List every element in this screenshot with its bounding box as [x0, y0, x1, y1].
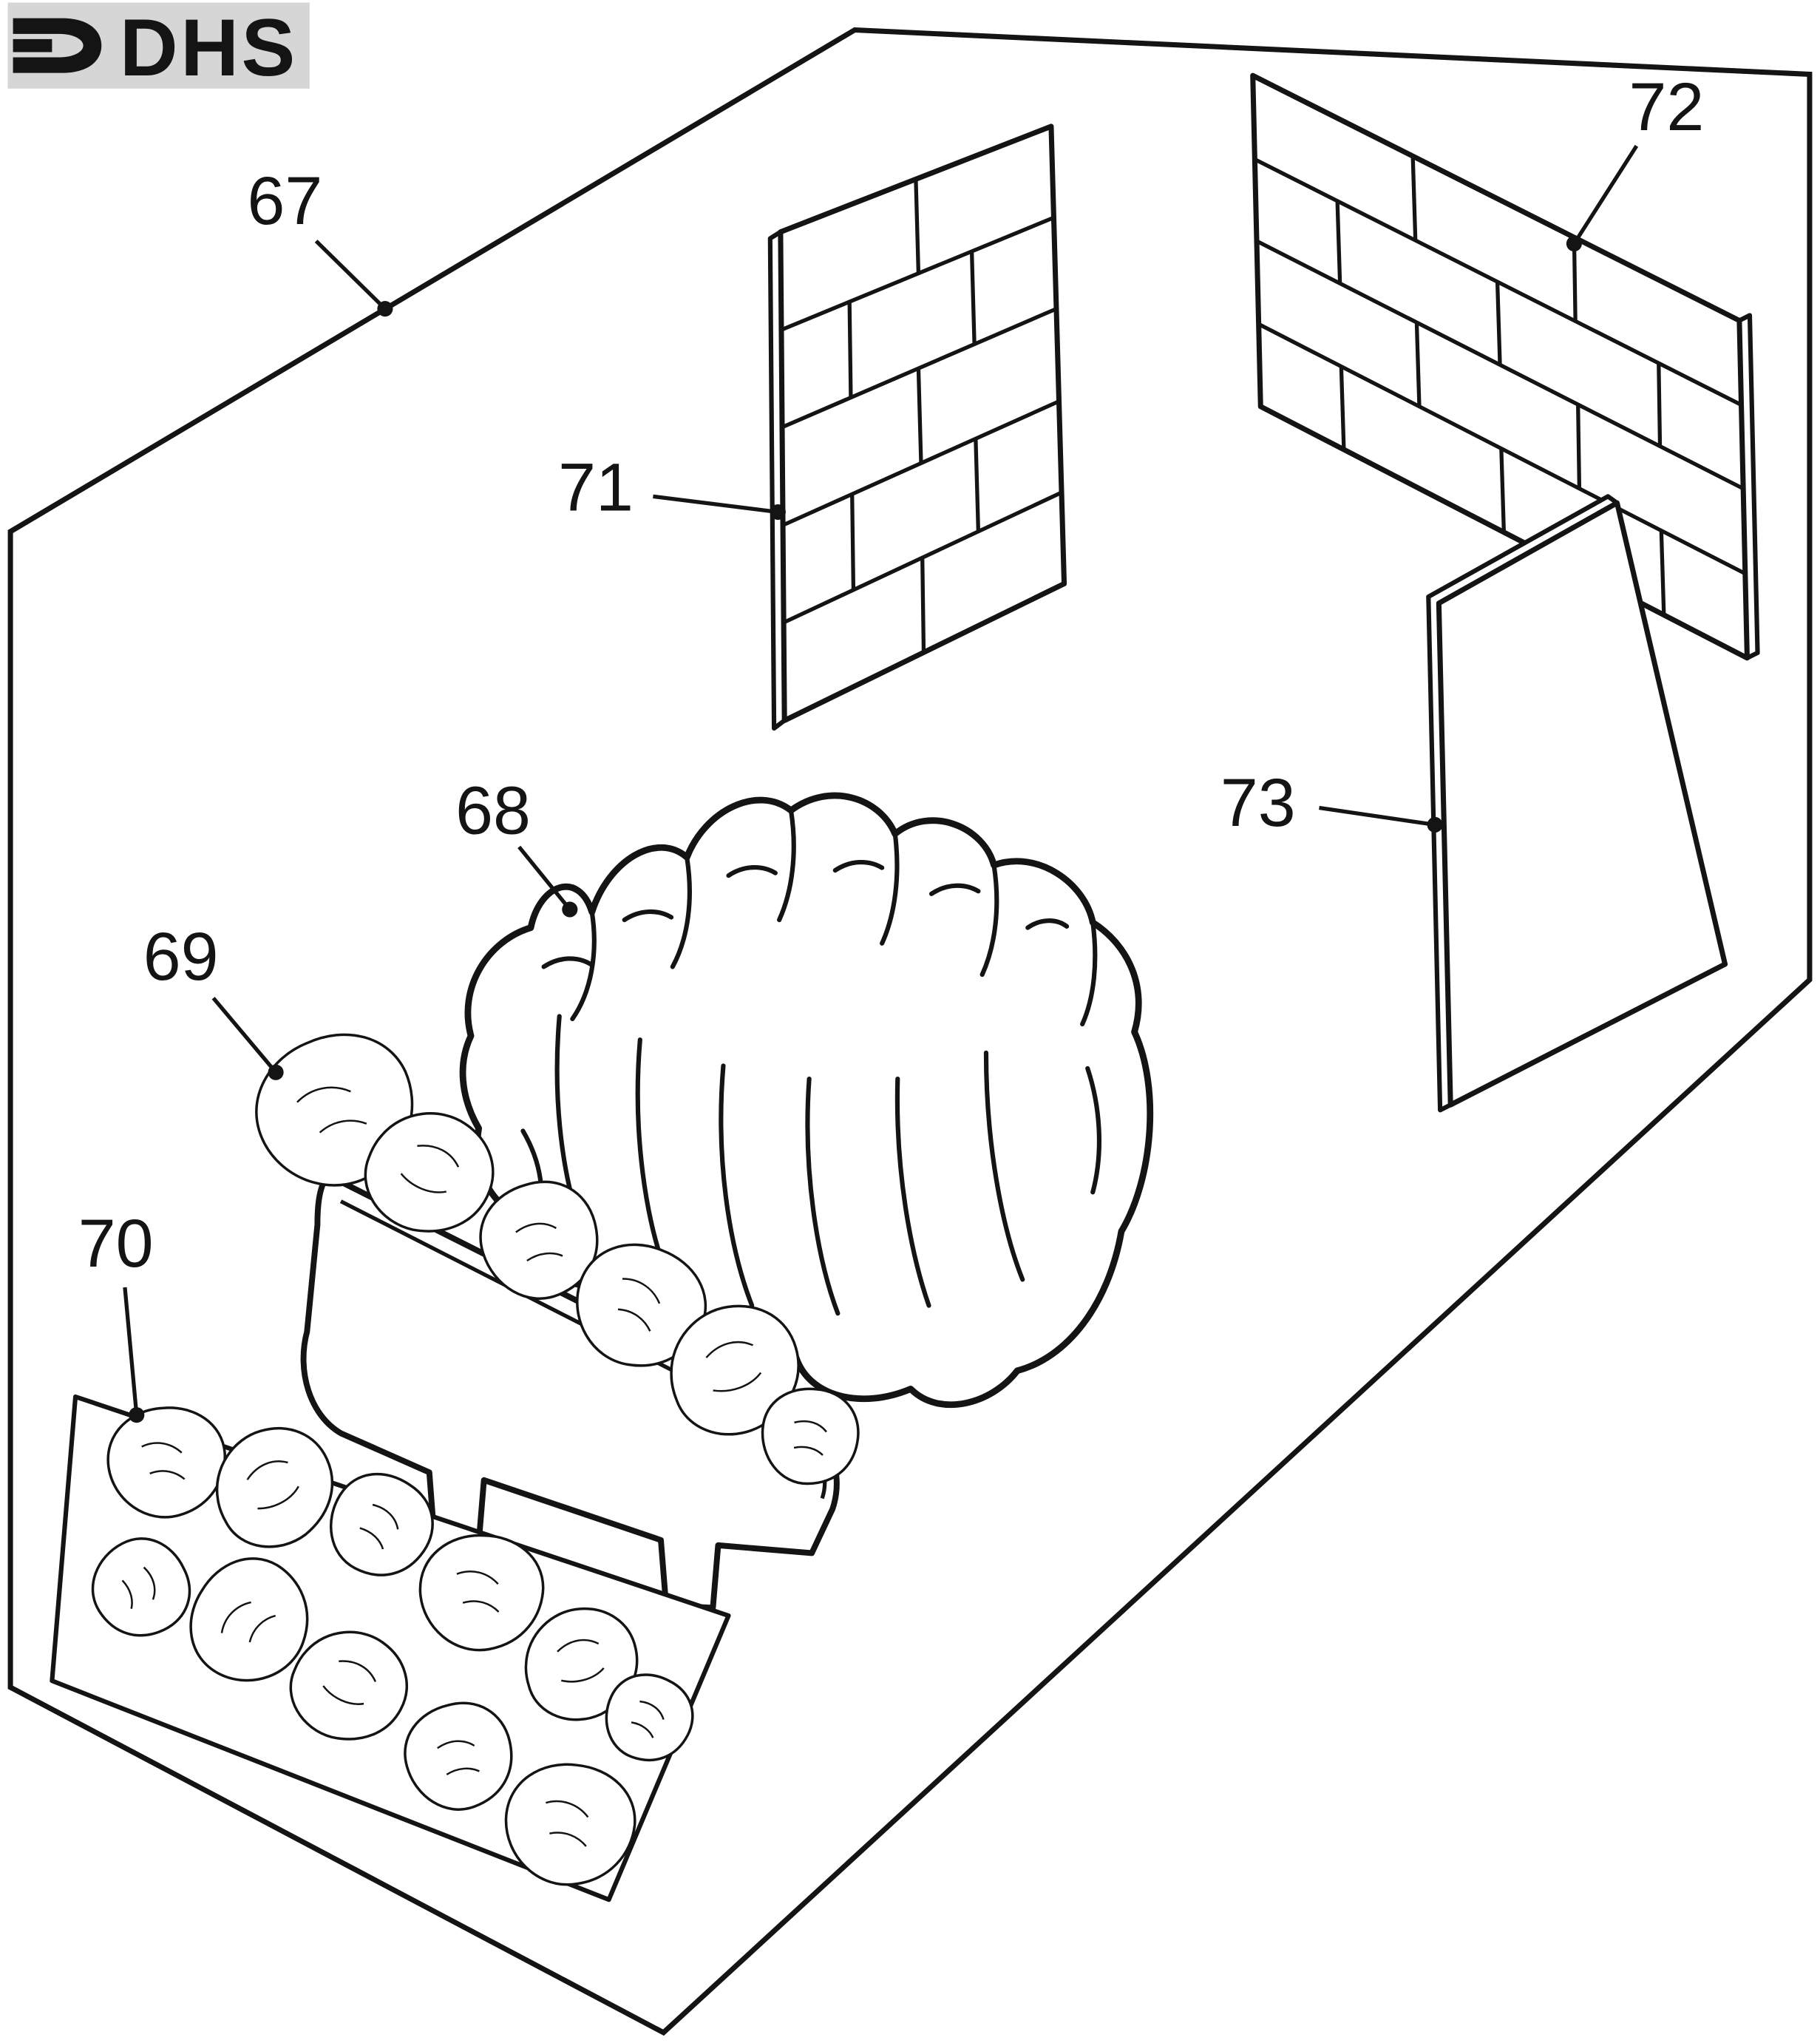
leader-dot-67 — [377, 301, 393, 317]
left-brick-panel — [767, 123, 1067, 731]
part-label-67: 67 — [248, 163, 323, 239]
leader-dot-69 — [268, 1064, 284, 1080]
leader-dot-71 — [770, 504, 786, 521]
left-brick-panel-mortar-lines — [781, 180, 1063, 652]
surround-outline — [7, 27, 1813, 2036]
right-side-panel-face — [1436, 500, 1728, 1108]
part-label-69: 69 — [143, 919, 219, 995]
part-label-72: 72 — [1629, 70, 1704, 145]
rear-brick-panel-mortar-lines — [1253, 156, 1746, 615]
leader-lines — [123, 144, 1639, 1415]
right-side-panel — [1426, 494, 1728, 1113]
part-label-73: 73 — [1220, 765, 1296, 841]
part-label-68: 68 — [455, 773, 531, 849]
leader-dot-70 — [129, 1407, 145, 1423]
loose-coals-tray — [50, 1394, 731, 1900]
leader-dot-73 — [1427, 816, 1443, 833]
logo-text: DHS — [120, 3, 298, 93]
logo-background — [7, 2, 310, 89]
dhs-logo-mark — [13, 18, 102, 73]
leader-dot-72 — [1566, 235, 1582, 252]
dhs-logo: DHS — [7, 2, 310, 93]
leader-dot-68 — [562, 901, 578, 918]
fuel-bed-detail-lines — [520, 807, 1102, 1316]
part-label-70: 70 — [78, 1206, 154, 1281]
dhs-logo-mark-bar — [13, 38, 52, 52]
front-coal-strip — [240, 1019, 866, 1611]
part-label-71: 71 — [558, 450, 634, 526]
